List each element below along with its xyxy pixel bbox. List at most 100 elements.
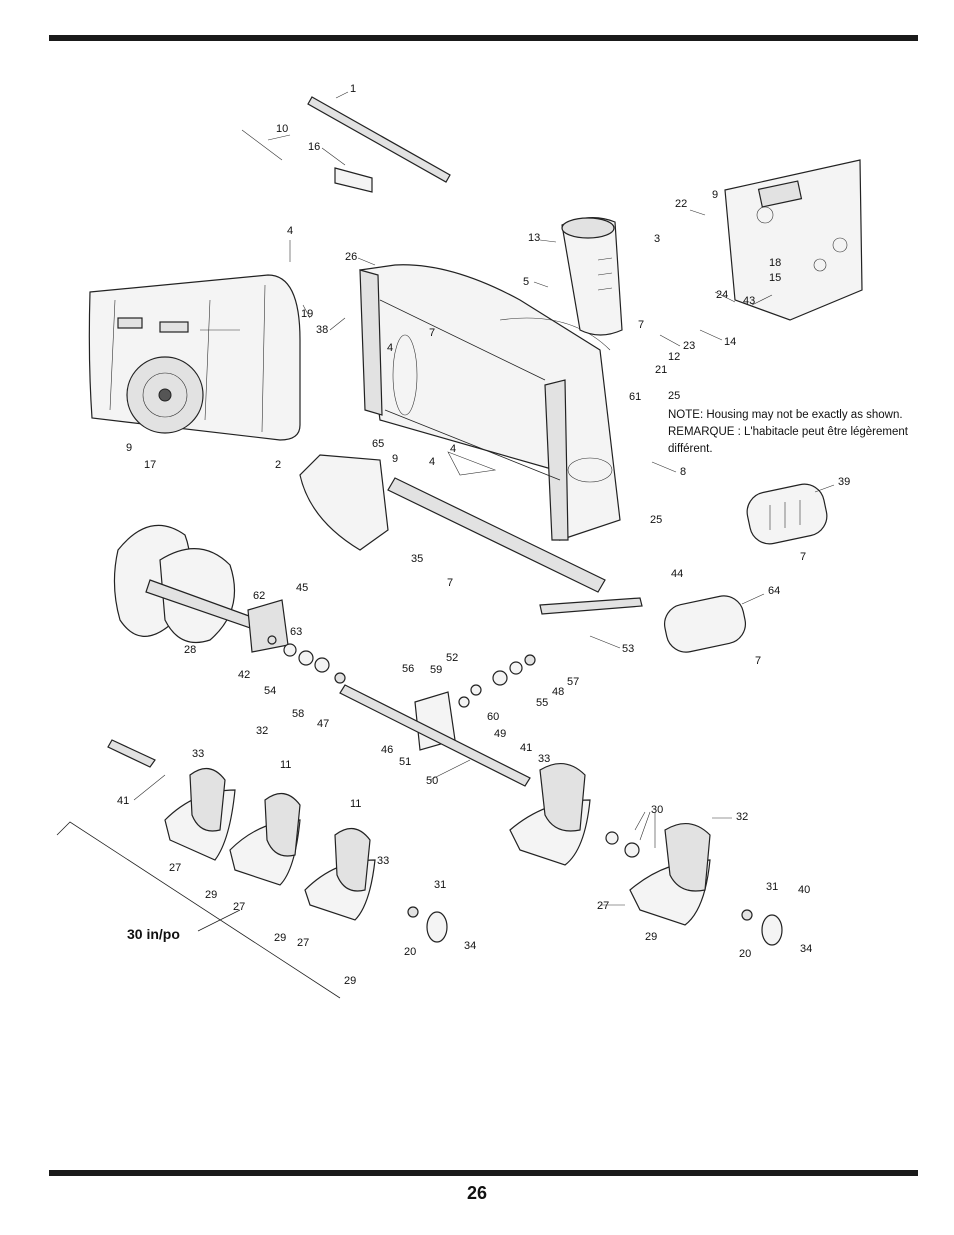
callout: 41 — [520, 742, 532, 754]
callout: 7 — [447, 577, 453, 589]
callout: 14 — [724, 336, 736, 348]
callout: 7 — [800, 551, 806, 563]
shaft-illustration — [241, 96, 451, 193]
callout: 11 — [350, 798, 361, 810]
callout: 51 — [399, 756, 411, 768]
callout: 28 — [184, 644, 196, 656]
callout: 62 — [253, 590, 265, 602]
callout: 29 — [274, 932, 286, 944]
callout: 33 — [538, 753, 550, 765]
note-line: NOTE: Housing may not be exactly as show… — [668, 409, 903, 421]
bearings-illustration — [267, 635, 536, 708]
callout: 25 — [650, 514, 662, 526]
callout: 21 — [655, 364, 667, 376]
callout: 20 — [404, 946, 416, 958]
auger-lower-left-illustration — [164, 768, 448, 943]
callout: 27 — [233, 901, 245, 913]
callout: 30 — [651, 804, 663, 816]
callout: 9 — [126, 442, 132, 454]
callout: 11 — [280, 759, 291, 771]
callout: 34 — [800, 943, 812, 955]
callout: 7 — [429, 327, 435, 339]
callout: 29 — [344, 975, 356, 987]
callout: 15 — [769, 272, 781, 284]
callout: 4 — [287, 225, 293, 237]
size-bracket — [56, 821, 341, 999]
size-label: 30 in/po — [127, 926, 180, 942]
note-line: différent. — [668, 443, 713, 455]
callout: 10 — [276, 123, 288, 135]
callout: 9 — [392, 453, 398, 465]
page-number: 26 — [466, 1183, 488, 1203]
callout: 57 — [567, 676, 579, 688]
leader-lines — [133, 91, 835, 906]
callout: 9 — [712, 189, 718, 201]
callout: 33 — [192, 748, 204, 760]
callout: 39 — [838, 476, 850, 488]
callout: 12 — [668, 351, 680, 363]
callout: 4 — [429, 456, 435, 468]
callout: 26 — [345, 251, 357, 263]
callout: 35 — [411, 553, 423, 565]
callout: 48 — [552, 686, 564, 698]
callout: 61 — [629, 391, 641, 403]
callout: 65 — [372, 438, 384, 450]
shave-plate-illustration — [664, 483, 828, 653]
callout: 18 — [769, 257, 781, 269]
callout: 58 — [292, 708, 304, 720]
callout: 31 — [766, 881, 778, 893]
callout: 27 — [597, 900, 609, 912]
callout: 56 — [402, 663, 414, 675]
callout: 43 — [743, 295, 755, 307]
callout: 38 — [316, 324, 328, 336]
callout: 3 — [654, 233, 660, 245]
auger-housing-illustration — [359, 264, 621, 541]
callout: 31 — [434, 879, 446, 891]
callout: 17 — [144, 459, 156, 471]
callout: 55 — [536, 697, 548, 709]
callout: 47 — [317, 718, 329, 730]
callout: 53 — [622, 643, 634, 655]
callout: 41 — [117, 795, 129, 807]
callout: 52 — [446, 652, 458, 664]
callout: 2 — [275, 459, 281, 471]
callout: 64 — [768, 585, 780, 597]
note-line: REMARQUE : L'habitacle peut être légèrem… — [668, 426, 908, 438]
callout: 49 — [494, 728, 506, 740]
callout: 32 — [736, 811, 748, 823]
chute-illustration — [561, 217, 623, 336]
gearbox-illustration — [107, 597, 643, 787]
frame-illustration — [724, 159, 863, 321]
callout: 7 — [638, 319, 644, 331]
callout: 34 — [464, 940, 476, 952]
top-rule — [49, 35, 918, 41]
callout: 27 — [169, 862, 181, 874]
callout: 19 — [301, 308, 313, 320]
callout: 45 — [296, 582, 308, 594]
callout: 23 — [683, 340, 695, 352]
callout: 42 — [238, 669, 250, 681]
callout: 20 — [739, 948, 751, 960]
callout: 27 — [297, 937, 309, 949]
callout: 7 — [755, 655, 761, 667]
auger-lower-right-illustration — [509, 763, 783, 946]
auger-upper-illustration — [113, 524, 261, 644]
callout: 16 — [308, 141, 320, 153]
callout: 1 — [350, 83, 356, 95]
callout: 13 — [528, 232, 540, 244]
callout: 46 — [381, 744, 393, 756]
scraper-bar-illustration — [299, 454, 606, 593]
callout: 4 — [387, 342, 393, 354]
callout: 54 — [264, 685, 276, 697]
callout: 4 — [450, 443, 456, 455]
callout: 22 — [675, 198, 687, 210]
housing-note: NOTE: Housing may not be exactly as show… — [668, 407, 938, 458]
callout: 44 — [671, 568, 683, 580]
callout: 32 — [256, 725, 268, 737]
callout: 60 — [487, 711, 499, 723]
callout-labels: 1 10 16 4 26 19 38 4 7 65 9 4 4 2 35 7 1… — [117, 83, 850, 987]
callout: 5 — [523, 276, 529, 288]
callout: 29 — [645, 931, 657, 943]
callout: 24 — [716, 289, 728, 301]
